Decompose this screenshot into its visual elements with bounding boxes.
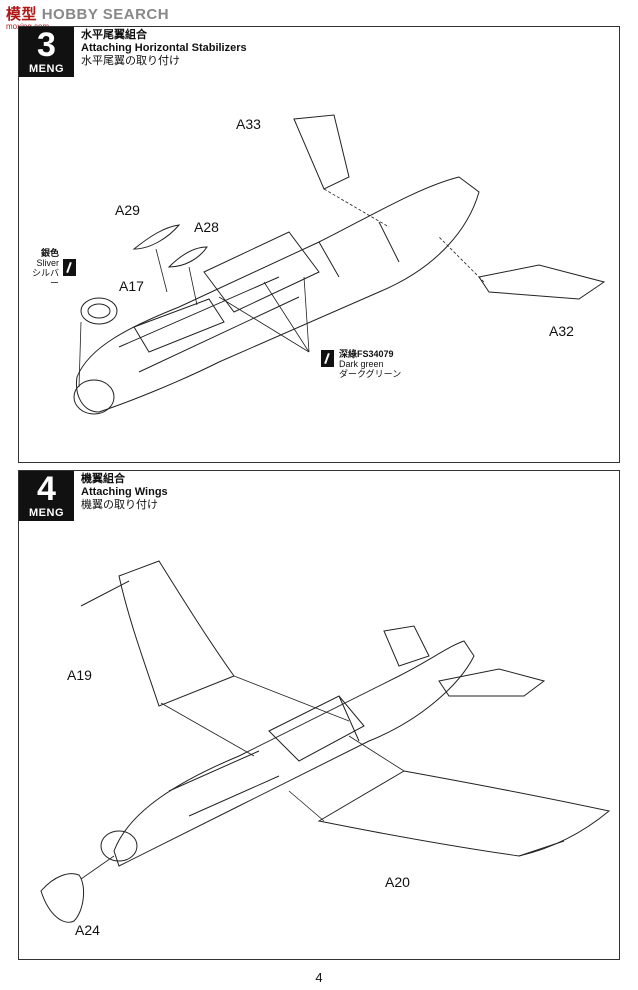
step3-drawing: [73, 114, 606, 415]
wing-a19-pitot: [80, 580, 130, 607]
step4-drawing: [40, 560, 611, 923]
cockpit-tub: [133, 298, 225, 353]
wing-a19: [118, 560, 235, 707]
label-a24: A24: [75, 922, 100, 938]
guide-a33: [323, 188, 390, 228]
step3-title: 水平尾翼組合 Attaching Horizontal Stabilizers …: [81, 29, 247, 68]
watermark-cn: 模型: [6, 6, 38, 23]
watermark: 模型 HOBBY SEARCH: [6, 3, 169, 24]
paint-green-en: Dark green: [339, 359, 384, 369]
fuselage-panel-lines: [118, 221, 400, 373]
paint-leader-1: [218, 296, 310, 353]
paint-green-callout: 深綠FS34079 Dark green ダークグリーン: [339, 349, 401, 379]
paint-leader-3: [303, 276, 310, 353]
step3-title-cn: 水平尾翼組合: [81, 29, 147, 41]
paint-silver-jp: シルバー: [31, 268, 59, 288]
brush-icon: [63, 259, 76, 276]
step3-badge: 3 MENG: [19, 27, 74, 77]
label-a33: A33: [236, 116, 261, 132]
paint-silver-callout: 銀色 Sliver シルバー: [27, 248, 59, 288]
label-a17: A17: [119, 278, 144, 294]
paint-green-cn: 深綠FS34079: [339, 349, 394, 359]
guide-a20-2: [348, 735, 405, 772]
brush-icon: [321, 350, 334, 367]
wing-a20-pitot: [518, 840, 565, 857]
guide-a19-2: [233, 675, 350, 722]
wing-a20: [317, 770, 611, 857]
gun-bay: [203, 231, 320, 313]
paint-silver-en: Sliver: [36, 258, 59, 268]
paint-green-jp: ダークグリーン: [339, 369, 402, 379]
step4-title-cn: 機翼組合: [81, 473, 125, 485]
step3-title-en: Attaching Horizontal Stabilizers: [81, 42, 247, 54]
vertical-tail: [383, 625, 430, 667]
step4-badge: 4 MENG: [19, 471, 74, 521]
canopy-a29: [132, 224, 181, 250]
step4-panel: 4 MENG 機翼組合 Attaching Wings 機翼の取り付け: [18, 470, 620, 960]
stabilizer-a33: [293, 114, 350, 190]
horizontal-tail: [438, 668, 546, 697]
watermark-en: HOBBY SEARCH: [41, 6, 170, 23]
guide-a28: [188, 266, 198, 306]
step3-title-jp: 水平尾翼の取り付け: [81, 55, 180, 67]
windscreen-a28: [167, 246, 208, 268]
guide-a29: [155, 248, 168, 293]
label-a29: A29: [115, 202, 140, 218]
fuselage-outline: [75, 176, 480, 413]
step4-logo: MENG: [29, 507, 64, 519]
ring-a17: [80, 297, 118, 325]
step4-title: 機翼組合 Attaching Wings 機翼の取り付け: [81, 473, 168, 512]
guide-a19-1: [160, 702, 255, 757]
intake-ring: [73, 379, 115, 415]
guide-a17: [78, 321, 82, 388]
paint-silver-cn: 銀色: [40, 248, 59, 258]
fuselage-outline: [113, 640, 475, 867]
label-a19: A19: [67, 667, 92, 683]
fuselage-panel-lines: [168, 695, 360, 817]
page-number: 4: [315, 970, 323, 985]
guide-a20-1: [288, 790, 325, 822]
label-a32: A32: [549, 323, 574, 339]
ring-a17-inner: [87, 303, 111, 319]
label-a20: A20: [385, 874, 410, 890]
label-a28: A28: [194, 219, 219, 235]
guide-a24: [80, 855, 115, 880]
stabilizer-a32: [478, 264, 606, 300]
nose-ring: [100, 830, 138, 862]
cockpit-opening: [268, 695, 365, 762]
step4-title-jp: 機翼の取り付け: [81, 499, 158, 511]
step3-panel: 3 MENG 水平尾翼組合 Attaching Horizontal Stabi…: [18, 26, 620, 463]
step3-logo: MENG: [29, 63, 64, 75]
step3-number: 3: [37, 26, 56, 64]
step4-title-en: Attaching Wings: [81, 486, 168, 498]
step4-number: 4: [37, 470, 56, 508]
paint-leader-2: [263, 281, 310, 353]
guide-a32: [438, 236, 485, 283]
nosecone-a24: [40, 873, 85, 923]
